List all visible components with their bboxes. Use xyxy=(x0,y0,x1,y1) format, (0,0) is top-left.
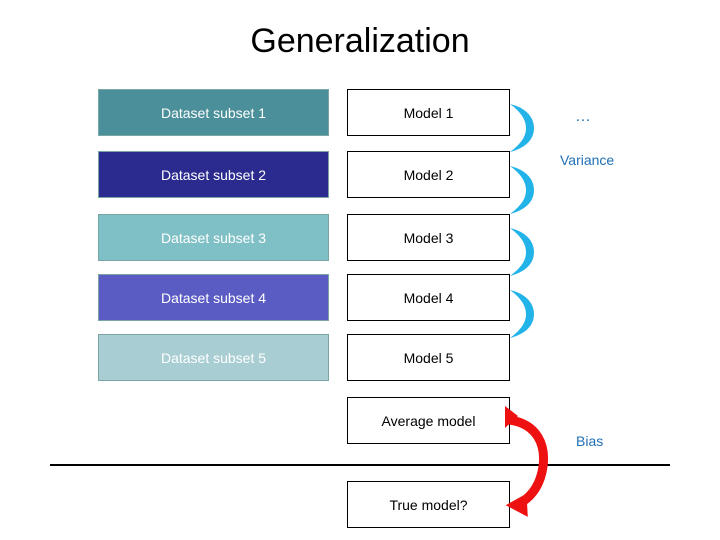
dataset-subset-label: Dataset subset 3 xyxy=(160,229,267,246)
variance-arrow-icon xyxy=(510,104,534,338)
dataset-subset-label: Dataset subset 5 xyxy=(160,349,267,366)
model-box-5: Model 5 xyxy=(347,334,510,381)
dataset-subset-label: Dataset subset 4 xyxy=(160,289,267,306)
dataset-subset-box-4: Dataset subset 4 xyxy=(98,274,329,321)
variance-annotation: Variance xyxy=(560,152,615,168)
model-box-2: Model 2 xyxy=(347,151,510,198)
dataset-subset-box-3: Dataset subset 3 xyxy=(98,214,329,261)
model-label: Model 4 xyxy=(403,289,454,306)
bias-arrow-icon xyxy=(505,406,548,517)
ellipsis-annotation: … xyxy=(575,108,591,125)
true-model-box: True model? xyxy=(347,481,510,528)
model-label: Model 2 xyxy=(403,166,454,183)
dataset-subset-box-1: Dataset subset 1 xyxy=(98,89,329,136)
horizontal-divider xyxy=(50,464,670,466)
dataset-subset-label: Dataset subset 2 xyxy=(160,166,267,183)
model-box-4: Model 4 xyxy=(347,274,510,321)
page-title: Generalization xyxy=(250,22,470,60)
average-model-label: Average model xyxy=(381,412,476,429)
dataset-subset-label: Dataset subset 1 xyxy=(160,104,267,121)
model-label: Model 3 xyxy=(403,229,454,246)
model-label: Model 5 xyxy=(403,349,454,366)
average-model-box: Average model xyxy=(347,397,510,444)
dataset-subset-box-2: Dataset subset 2 xyxy=(98,151,329,198)
dataset-subset-box-5: Dataset subset 5 xyxy=(98,334,329,381)
bias-annotation: Bias xyxy=(576,433,604,449)
model-box-3: Model 3 xyxy=(347,214,510,261)
model-box-1: Model 1 xyxy=(347,89,510,136)
model-label: Model 1 xyxy=(403,104,454,121)
true-model-label: True model? xyxy=(389,496,468,513)
